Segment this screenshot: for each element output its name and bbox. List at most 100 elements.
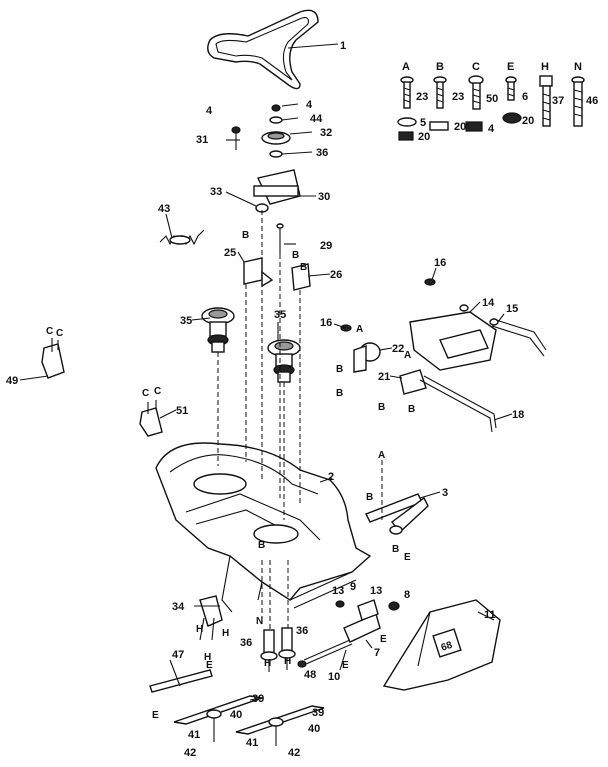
blade-right	[235, 705, 325, 746]
label-3: 3	[442, 487, 448, 499]
letter-e-top: E	[507, 61, 514, 73]
letter-b-deck-b: B	[392, 544, 399, 555]
label-29: 29	[320, 240, 332, 252]
letter-h-top: H	[541, 61, 549, 73]
deck-housing	[155, 442, 372, 613]
baffle-plate	[365, 493, 429, 535]
hardware-bolt-n	[571, 76, 585, 127]
label-16b: 16	[320, 317, 332, 329]
letter-b-21b: B	[408, 404, 415, 415]
letter-e-47a: E	[206, 660, 213, 671]
letter-e-47b: E	[152, 710, 159, 721]
letter-a-21: A	[404, 350, 411, 361]
letter-h-34c: H	[204, 652, 211, 663]
label-1: 1	[340, 40, 346, 52]
label-20b: 20	[454, 121, 466, 133]
idler-pulley-assembly	[231, 104, 301, 254]
letter-b-top: B	[436, 61, 444, 73]
label-44: 44	[310, 113, 323, 125]
label-22: 22	[392, 343, 404, 355]
pivot-22	[353, 342, 381, 373]
label-7: 7	[374, 647, 380, 659]
front-hanger	[199, 595, 223, 641]
hardware-letters: A B C E H N B B B C C C C A B B A B B A …	[46, 61, 582, 721]
lift-link-47	[149, 669, 213, 693]
label-2: 2	[328, 471, 334, 483]
label-48: 48	[304, 669, 316, 681]
label-21: 21	[378, 371, 390, 383]
part-labels: 1 23 23 50 6 37 46 5 20 20 4 20 4 4 44 3…	[6, 40, 598, 759]
label-30: 30	[318, 191, 330, 203]
label-39b: 39	[312, 707, 324, 719]
label-42b: 42	[288, 747, 300, 759]
hardware-bolt-a	[397, 76, 417, 141]
label-4b: 4	[306, 99, 313, 111]
label-50: 50	[486, 93, 498, 105]
label-40a: 40	[230, 709, 242, 721]
label-11: 11	[484, 609, 496, 621]
label-26: 26	[330, 269, 342, 281]
label-35b: 35	[274, 309, 286, 321]
letter-b-22a: B	[336, 364, 343, 375]
label-9: 9	[350, 581, 356, 593]
label-13a: 13	[332, 585, 344, 597]
label-35a: 35	[180, 315, 192, 327]
label-36c: 36	[296, 625, 308, 637]
discharge-chute: 68	[382, 599, 501, 691]
label-37: 37	[552, 95, 564, 107]
bracket-49	[41, 338, 65, 379]
spindle-left	[201, 307, 235, 353]
label-4a: 4	[206, 105, 213, 117]
leader-lines	[19, 103, 513, 713]
letter-a-top: A	[402, 61, 410, 73]
label-40b: 40	[308, 723, 320, 735]
lower-spindle-left	[260, 629, 278, 672]
spring	[159, 229, 205, 246]
letter-e-8: E	[380, 634, 387, 645]
label-18: 18	[512, 409, 524, 421]
letter-b-deck-a: B	[366, 492, 373, 503]
label-14: 14	[482, 297, 495, 309]
letter-b-25: B	[242, 230, 249, 241]
label-20c: 20	[522, 115, 534, 127]
label-39a: 39	[252, 693, 264, 705]
bracket-51	[139, 400, 163, 437]
label-51: 51	[176, 405, 188, 417]
hardware-bolt-e	[502, 76, 522, 124]
label-49: 49	[6, 375, 18, 387]
spindle-center	[267, 339, 301, 383]
letter-b-22b: B	[336, 388, 343, 399]
label-41b: 41	[246, 737, 258, 749]
bracket-25	[243, 257, 274, 288]
hardware-bolt-b	[429, 76, 449, 131]
letter-h-34a: H	[196, 624, 203, 635]
letter-h-36a: H	[264, 658, 271, 669]
label-25: 25	[224, 247, 236, 259]
letter-a-22: A	[356, 324, 363, 335]
lift-bracket-assembly	[340, 278, 547, 371]
label-41a: 41	[188, 729, 200, 741]
letter-n-top: N	[574, 61, 582, 73]
letter-h-36b: H	[284, 656, 291, 667]
drive-belt	[207, 9, 339, 90]
hardware-bolt-h	[539, 75, 553, 127]
bracket-26	[291, 263, 311, 291]
letter-e-7: E	[342, 660, 349, 671]
pivot-rod	[303, 599, 400, 665]
label-34: 34	[172, 601, 185, 613]
svg-text:68: 68	[440, 640, 454, 654]
label-6: 6	[522, 91, 528, 103]
letter-a-deck: A	[378, 450, 385, 461]
letter-b-21a: B	[378, 402, 385, 413]
letter-e-3: E	[404, 552, 411, 563]
label-5: 5	[420, 117, 426, 129]
label-31: 31	[196, 134, 208, 146]
assembly-lines	[217, 210, 383, 630]
label-8: 8	[404, 589, 410, 601]
label-13b: 13	[370, 585, 382, 597]
label-23b: 23	[452, 91, 464, 103]
label-23a: 23	[416, 91, 428, 103]
label-15: 15	[506, 303, 518, 315]
label-20a: 20	[418, 131, 430, 143]
link-rod-18	[399, 369, 497, 433]
